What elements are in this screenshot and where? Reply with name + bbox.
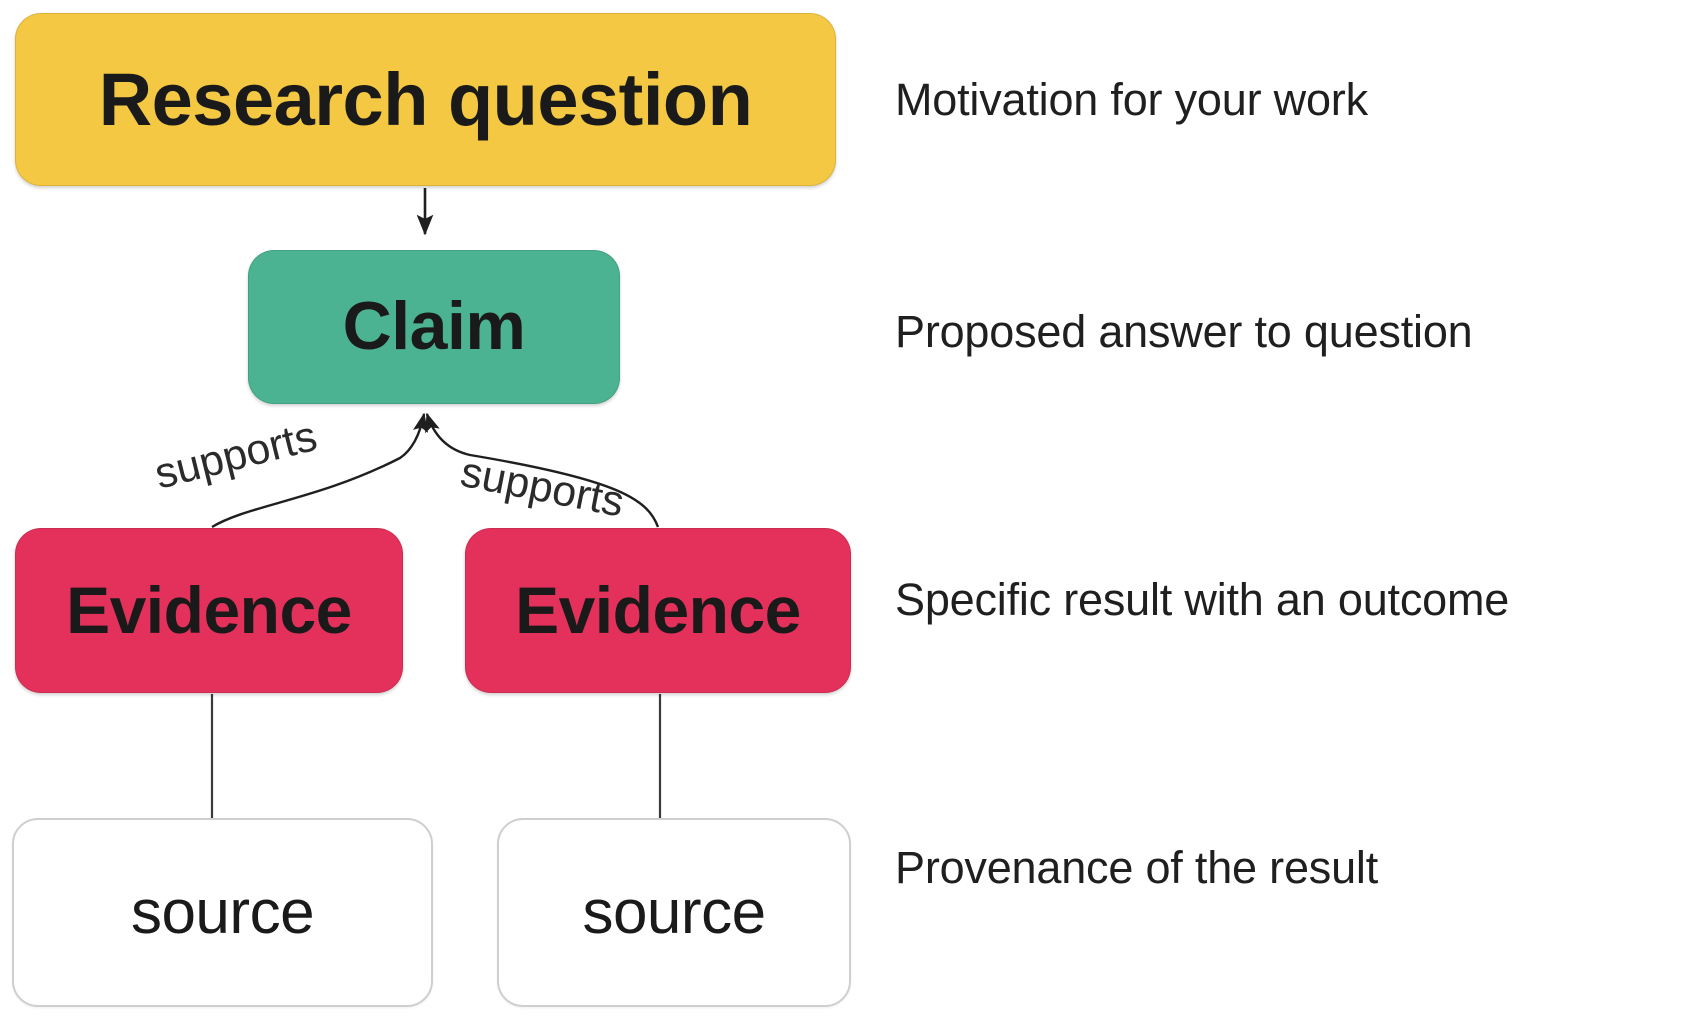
node-claim-label: Claim (342, 288, 526, 365)
node-research-question-label: Research question (98, 57, 753, 141)
node-source-left[interactable]: source (12, 818, 433, 1007)
node-evidence-left-label: Evidence (66, 572, 352, 647)
annotation-source: Provenance of the result (895, 842, 1378, 893)
annotation-evidence: Specific result with an outcome (895, 574, 1510, 625)
annotation-claim: Proposed answer to question (895, 306, 1473, 357)
node-claim[interactable]: Claim (248, 250, 620, 404)
edge-label-supports-left: supports (150, 412, 322, 499)
node-source-left-label: source (130, 877, 315, 947)
node-source-right[interactable]: source (497, 818, 851, 1007)
node-research-question[interactable]: Research question (15, 13, 836, 186)
node-evidence-left[interactable]: Evidence (15, 528, 403, 693)
edge-label-supports-right: supports (456, 448, 628, 527)
node-evidence-right-label: Evidence (515, 572, 801, 647)
node-evidence-right[interactable]: Evidence (465, 528, 851, 693)
node-source-right-label: source (582, 877, 766, 947)
annotation-research-question: Motivation for your work (895, 74, 1368, 125)
